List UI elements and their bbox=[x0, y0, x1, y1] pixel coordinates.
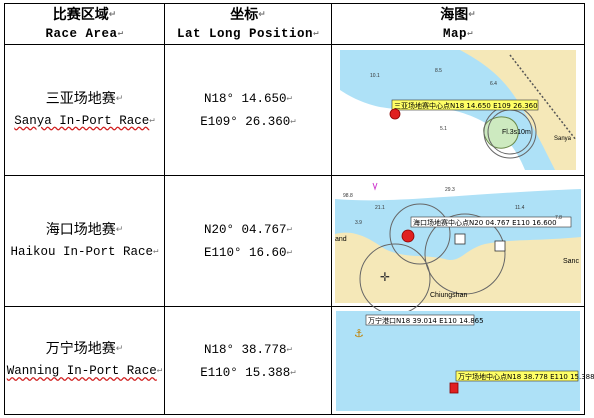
map-sounding: 98.8 bbox=[343, 193, 353, 199]
map-place-label-2: Sanc bbox=[563, 258, 579, 265]
header-position: 坐标↵ Lat Long Position↵ bbox=[164, 3, 332, 45]
race-center-marker bbox=[389, 108, 401, 120]
map-range-ring bbox=[389, 203, 451, 265]
map-place-label: Chiungshan bbox=[430, 292, 467, 299]
position-cell: N18° 14.650↵ E109° 26.360↵ bbox=[164, 44, 332, 176]
latitude: N18° 14.650 bbox=[204, 92, 287, 106]
map-label-bottom: 万宁场地中心点N18 38.778 E110 15.388 bbox=[458, 372, 594, 381]
latitude: N20° 04.767 bbox=[204, 223, 287, 237]
area-en: Haikou In-Port Race bbox=[10, 244, 154, 259]
longitude: E110° 15.388 bbox=[200, 365, 291, 380]
map-cell: 三亚场地赛中心点N18 14.650 E109 26.360 Fl.3s10m … bbox=[331, 44, 585, 176]
position-cell: N20° 04.767↵ E110° 16.60↵ bbox=[164, 175, 332, 307]
header-pos-cn: 坐标 bbox=[230, 6, 259, 23]
haikou-chart-map: 海口场地赛中心点N20 04.767 E110 16.600 ✛ Chiungs… bbox=[335, 179, 581, 315]
area-en: Sanya In-Port Race bbox=[14, 113, 150, 128]
area-cn: 三亚场地赛 bbox=[45, 90, 116, 107]
map-land bbox=[460, 50, 576, 170]
area-cell: 三亚场地赛↵ Sanya In-Port Race↵ bbox=[4, 44, 165, 176]
map-land bbox=[335, 232, 581, 303]
header-area: 比赛区域↵ Race Area↵ bbox=[4, 3, 165, 45]
map-label-top: 万宁港口N18 39.014 E110 14.865 bbox=[368, 316, 484, 325]
area-cell: 万宁场地赛↵ Wanning In-Port Race↵ bbox=[4, 306, 165, 415]
map-sounding: 7.8 bbox=[555, 215, 562, 221]
map-sounding: 11.4 bbox=[515, 205, 525, 211]
row-wanning: 万宁场地赛↵ Wanning In-Port Race↵ N18° 38.778… bbox=[4, 306, 594, 415]
area-en: Wanning In-Port Race bbox=[6, 364, 157, 378]
area-cn: 万宁场地赛 bbox=[45, 341, 116, 357]
map-building bbox=[454, 233, 466, 245]
position-cell: N18° 38.778↵ E110° 15.388↵ bbox=[164, 306, 332, 415]
map-label-box-bottom bbox=[455, 370, 579, 381]
map-cell: 海口场地赛中心点N20 04.767 E110 16.600 ✛ Chiungs… bbox=[331, 175, 585, 315]
sanya-chart-map: 三亚场地赛中心点N18 14.650 E109 26.360 Fl.3s10m … bbox=[340, 50, 577, 170]
race-area-table: 比赛区域↵ Race Area↵ 坐标↵ Lat Long Position↵ … bbox=[4, 3, 594, 415]
compass-icon: ✛ bbox=[380, 270, 390, 284]
map-label: 三亚场地赛中心点N18 14.650 E109 26.360 bbox=[394, 101, 538, 110]
map-sounding: 10.1 bbox=[370, 73, 380, 79]
map-range-ring bbox=[424, 213, 506, 295]
map-sounding: 3.9 bbox=[355, 220, 362, 226]
latitude: N18° 38.778 bbox=[204, 342, 287, 357]
map-railway bbox=[509, 54, 577, 141]
header-pos-en: Lat Long Position bbox=[177, 26, 314, 41]
area-cn: 海口场地赛 bbox=[45, 221, 116, 238]
map-label-box bbox=[410, 216, 572, 228]
wanning-chart-map: 万宁港口N18 39.014 E110 14.865 ⚓ 万宁场地中心点N18 … bbox=[336, 310, 594, 411]
map-label-box-top bbox=[365, 314, 475, 325]
map-label-box bbox=[391, 99, 539, 111]
map-land-west bbox=[335, 234, 360, 259]
map-building bbox=[494, 240, 506, 252]
header-map: 海图↵ Map↵ bbox=[331, 3, 585, 45]
area-cell: 海口场地赛↵ Haikou In-Port Race↵ bbox=[4, 175, 165, 307]
race-center-marker bbox=[449, 382, 459, 393]
map-sounding: 5.1 bbox=[440, 126, 447, 132]
header-area-en: Race Area bbox=[45, 26, 118, 41]
map-sounding: 29.3 bbox=[445, 187, 455, 193]
header-map-en: Map bbox=[443, 26, 468, 41]
map-label: 海口场地赛中心点N20 04.767 E110 16.600 bbox=[413, 218, 557, 227]
row-haikou: 海口场地赛↵ Haikou In-Port Race↵ N20° 04.767↵… bbox=[4, 175, 585, 315]
race-center-marker bbox=[401, 229, 415, 243]
map-place-label: Sanya bbox=[554, 136, 572, 142]
map-sounding: 6.4 bbox=[490, 81, 497, 87]
map-sounding: 8.5 bbox=[435, 68, 442, 74]
header-area-cn: 比赛区域 bbox=[52, 6, 109, 23]
longitude: E109° 26.360 bbox=[200, 115, 291, 129]
map-sounding: 21.1 bbox=[375, 205, 385, 211]
longitude: E110° 16.60 bbox=[204, 246, 287, 260]
map-magenta-mark bbox=[372, 182, 378, 191]
header-map-cn: 海图 bbox=[440, 6, 469, 23]
row-sanya: 三亚场地赛↵ Sanya In-Port Race↵ N18° 14.650↵ … bbox=[4, 44, 585, 176]
map-shallow-water bbox=[336, 310, 580, 411]
map-cell: 万宁港口N18 39.014 E110 14.865 ⚓ 万宁场地中心点N18 … bbox=[331, 306, 594, 415]
anchor-icon: ⚓ bbox=[354, 327, 364, 340]
map-west-label: and bbox=[335, 236, 347, 243]
header-row: 比赛区域↵ Race Area↵ 坐标↵ Lat Long Position↵ … bbox=[4, 3, 585, 45]
map-light-label: Fl.3s10m bbox=[502, 129, 531, 136]
